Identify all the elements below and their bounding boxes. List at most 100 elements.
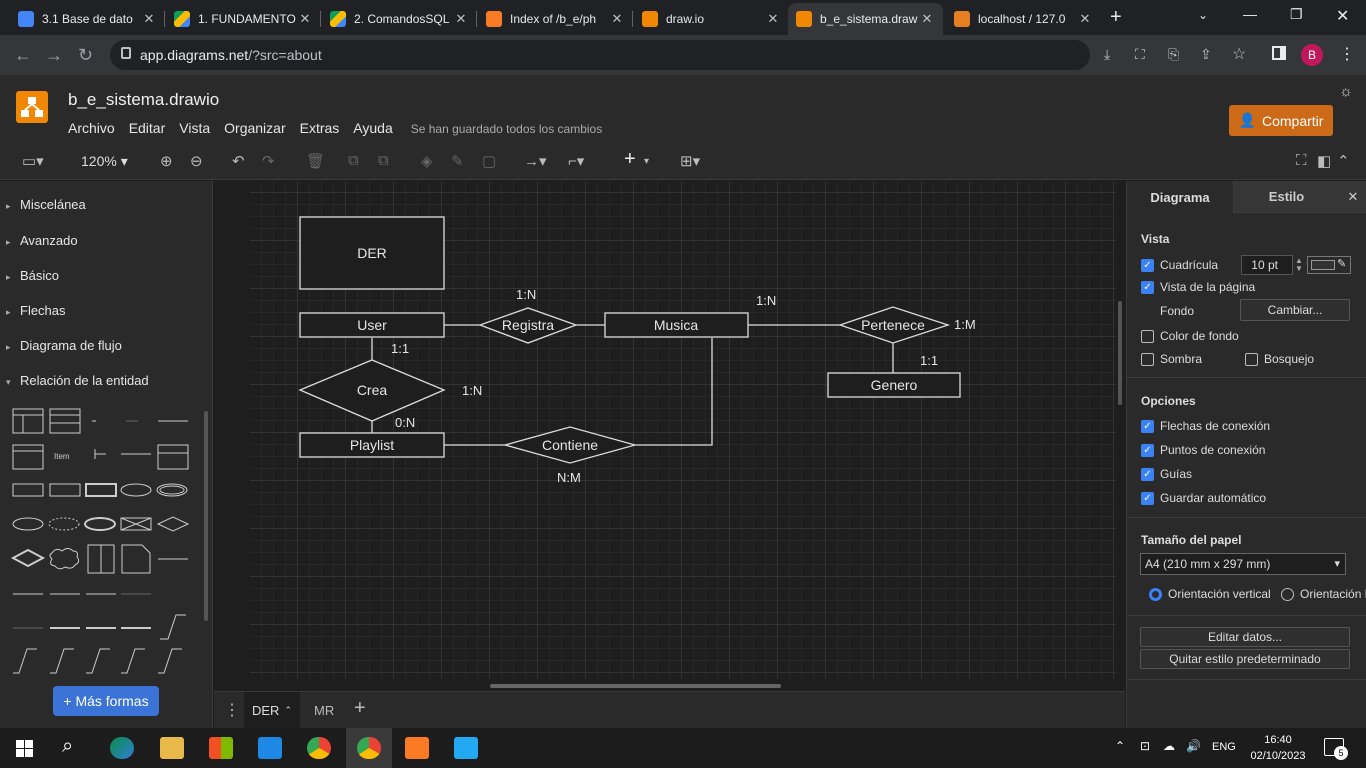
fill-color-icon[interactable]: ◈ — [421, 153, 433, 170]
tab-diagrama[interactable]: Diagrama — [1127, 181, 1233, 213]
entity-genero[interactable] — [827, 372, 961, 398]
profile-avatar[interactable]: B — [1301, 44, 1323, 66]
remove-style-button[interactable]: Quitar estilo predeterminado — [1140, 649, 1350, 669]
option-row[interactable]: ✓Flechas de conexión — [1141, 419, 1270, 433]
grid-checkbox-row[interactable]: ✓Cuadrícula — [1141, 258, 1218, 272]
close-tab-icon[interactable]: ✕ — [1079, 11, 1091, 26]
browser-menu-icon[interactable]: ⋮ — [1339, 46, 1355, 63]
relationship-contiene[interactable] — [502, 426, 638, 464]
browser-tab[interactable]: 3.1 Base de dato✕ — [10, 3, 165, 35]
save-page-icon[interactable]: ⎘ — [1168, 46, 1180, 62]
side-panel-icon[interactable] — [1272, 46, 1286, 60]
tab-estilo[interactable]: Estilo — [1233, 181, 1339, 213]
menu-organizar[interactable]: Organizar — [224, 120, 286, 136]
category-diagrama-de-flujo[interactable]: ▸Diagrama de flujo — [6, 338, 122, 353]
close-tab-icon[interactable]: ✕ — [455, 11, 467, 26]
fullscreen-icon[interactable]: ⛶ — [1296, 152, 1307, 169]
language-indicator[interactable]: ENG — [1212, 741, 1236, 753]
horizontal-scrollbar[interactable] — [490, 684, 781, 688]
volume-icon[interactable]: 🔊 — [1186, 739, 1201, 753]
new-tab-button[interactable]: + — [1110, 6, 1122, 28]
to-front-icon[interactable]: ⧉ — [348, 152, 359, 169]
menu-ayuda[interactable]: Ayuda — [353, 120, 393, 136]
back-icon[interactable]: ← — [14, 45, 32, 65]
connector-lines[interactable] — [371, 324, 894, 446]
chevron-down-icon[interactable]: ▾ — [644, 156, 650, 167]
bg-color-checkbox-row[interactable]: Color de fondo — [1141, 329, 1239, 343]
entity-user[interactable] — [299, 312, 445, 338]
category-avanzado[interactable]: ▸Avanzado — [6, 233, 78, 248]
option-row[interactable]: ✓Guías — [1141, 467, 1192, 481]
entity-playlist[interactable] — [299, 432, 445, 458]
checkbox-checked[interactable]: ✓ — [1141, 467, 1154, 481]
grid-color-button[interactable]: ✎ — [1307, 256, 1351, 274]
menu-archivo[interactable]: Archivo — [68, 120, 115, 136]
vscode-icon[interactable] — [454, 737, 478, 759]
share-button[interactable]: 👤Compartir — [1229, 105, 1333, 136]
close-tab-icon[interactable]: ✕ — [611, 11, 623, 26]
chevron-up-icon[interactable]: ⌃ — [284, 704, 292, 715]
tray-chevron-up-icon[interactable]: ⌃ — [1115, 739, 1126, 753]
format-panel-icon[interactable]: ▭▾ — [22, 153, 44, 170]
browser-tab[interactable]: draw.io✕ — [634, 3, 789, 35]
entity-musica[interactable] — [604, 312, 749, 338]
category-basico[interactable]: ▸Básico — [6, 268, 60, 283]
relationship-pertenece[interactable] — [837, 306, 951, 344]
xampp-icon[interactable] — [405, 737, 429, 759]
category-relacion-entidad[interactable]: ▾Relación de la entidad — [6, 373, 149, 388]
close-tab-icon[interactable]: ✕ — [299, 11, 311, 26]
paper-size-select[interactable]: A4 (210 mm x 297 mm)▾ — [1140, 553, 1346, 575]
checkbox-checked[interactable]: ✓ — [1141, 419, 1154, 433]
chrome-profile-icon[interactable] — [357, 737, 381, 759]
windows-start-icon[interactable] — [16, 740, 33, 757]
checkbox-unchecked[interactable] — [1141, 352, 1154, 366]
menu-editar[interactable]: Editar — [128, 120, 166, 136]
share-page-icon[interactable]: ⇪ — [1200, 46, 1212, 62]
page-view-checkbox-row[interactable]: ✓Vista de la página — [1141, 280, 1255, 294]
relationship-crea[interactable] — [298, 359, 446, 422]
checkbox-unchecked[interactable] — [1245, 352, 1258, 366]
bookmark-star-icon[interactable]: ☆ — [1232, 46, 1247, 63]
close-window-icon[interactable]: ✕ — [1336, 8, 1350, 25]
theme-toggle-icon[interactable]: ☼ — [1339, 83, 1353, 100]
forward-icon[interactable]: → — [45, 45, 63, 65]
browser-tab[interactable]: localhost / 127.0✕ — [946, 3, 1101, 35]
option-row[interactable]: ✓Puntos de conexión — [1141, 443, 1265, 457]
close-tab-icon[interactable]: ✕ — [767, 11, 779, 26]
canvas-area[interactable]: DER User Musica Playlist Genero Registra… — [214, 181, 1125, 691]
file-name[interactable]: b_e_sistema.drawio — [68, 90, 220, 109]
diagram-page[interactable]: DER User Musica Playlist Genero Registra… — [250, 181, 1116, 679]
tab-search-icon[interactable]: ⌄ — [1198, 8, 1209, 22]
checkbox-checked[interactable]: ✓ — [1141, 258, 1154, 272]
browser-tab-active[interactable]: b_e_sistema.draw✕ — [788, 3, 943, 35]
grid-size-stepper[interactable]: ▲▼ — [1295, 256, 1303, 273]
category-flechas[interactable]: ▸Flechas — [6, 303, 66, 318]
minimize-window-icon[interactable]: — — [1243, 6, 1257, 22]
zoom-select[interactable]: 120% ▾ — [81, 153, 128, 169]
toggle-panel-icon[interactable]: ◧ — [1317, 153, 1332, 170]
search-icon[interactable]: ⌕ — [62, 735, 74, 757]
category-miscelanea[interactable]: ▸Miscelánea — [6, 197, 86, 212]
option-row[interactable]: ✓Guardar automático — [1141, 491, 1266, 505]
checkbox-checked[interactable]: ✓ — [1141, 280, 1154, 294]
network-icon[interactable]: ⊡ — [1140, 739, 1151, 753]
edge-icon[interactable] — [110, 737, 134, 759]
redo-icon[interactable]: ↷ — [262, 153, 275, 170]
orientation-horizontal-radio[interactable]: Orientación h — [1281, 587, 1366, 601]
url-input[interactable]: app.diagrams.net/?src=about — [110, 40, 1090, 70]
orientation-vertical-radio[interactable]: Orientación vertical — [1149, 587, 1271, 601]
undo-icon[interactable]: ↶ — [232, 153, 245, 170]
reload-icon[interactable]: ↻ — [78, 45, 94, 65]
to-back-icon[interactable]: ⧉ — [378, 152, 389, 169]
connection-icon[interactable]: →▾ — [524, 153, 547, 170]
chrome-icon[interactable] — [307, 737, 331, 759]
waypoints-icon[interactable]: ⌐▾ — [568, 153, 585, 170]
shadow-icon[interactable]: ▢ — [482, 153, 497, 170]
pages-menu-icon[interactable]: ⋮ — [224, 702, 240, 719]
restore-window-icon[interactable]: ❐ — [1290, 6, 1303, 22]
radio-unselected[interactable] — [1281, 587, 1294, 601]
shadow-checkbox-row[interactable]: Sombra — [1141, 352, 1202, 366]
grid-size-input[interactable]: 10 pt — [1241, 255, 1293, 275]
tab-mr[interactable]: MR — [314, 703, 335, 718]
